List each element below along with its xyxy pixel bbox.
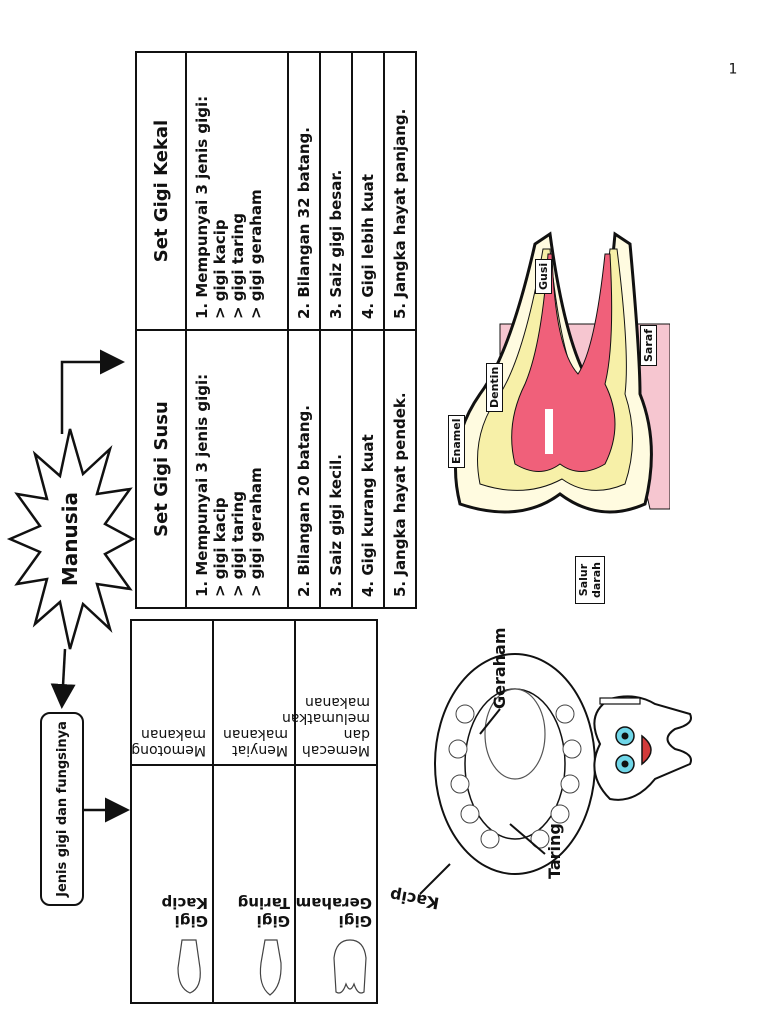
manusia-starburst: Manusia (6, 428, 135, 650)
pointer-kacip (419, 863, 451, 895)
tooth-mascot (593, 695, 692, 801)
tongue (484, 688, 546, 780)
fn-name-cell: Gigi Kacip (131, 764, 213, 1003)
tooth-diagram (454, 231, 670, 514)
arrow-to-left-box (50, 648, 76, 709)
fn-name-cell: Gigi Taring (213, 764, 295, 1003)
canine-icon (259, 939, 282, 996)
table-row: Gigi Kacip Memotong makanan (131, 620, 213, 1003)
table-row: Gigi Taring Menyiat makanan (213, 620, 295, 1003)
arrow-to-set-table (60, 349, 125, 434)
center-title: Manusia (58, 492, 82, 586)
function-table: Gigi Kacip Memotong makanan Gigi Taring … (130, 619, 378, 1004)
fn-name-cell: Gigi Geraham (295, 764, 377, 1003)
mascot-toothbrush (599, 697, 641, 705)
mouth-diagram (434, 653, 596, 875)
teeth-ring (448, 704, 582, 849)
pointer-geraham (479, 708, 501, 735)
mascot-mouth (641, 734, 652, 766)
molar-icon (333, 939, 367, 994)
pointer-taring (509, 823, 546, 855)
pulp-highlight (545, 409, 553, 454)
incisor-icon (177, 939, 201, 994)
table-row: Gigi Geraham Memecah dan melumatkan maka… (282, 620, 377, 1003)
pulp-shape (511, 253, 616, 472)
starburst-shape (6, 428, 135, 650)
